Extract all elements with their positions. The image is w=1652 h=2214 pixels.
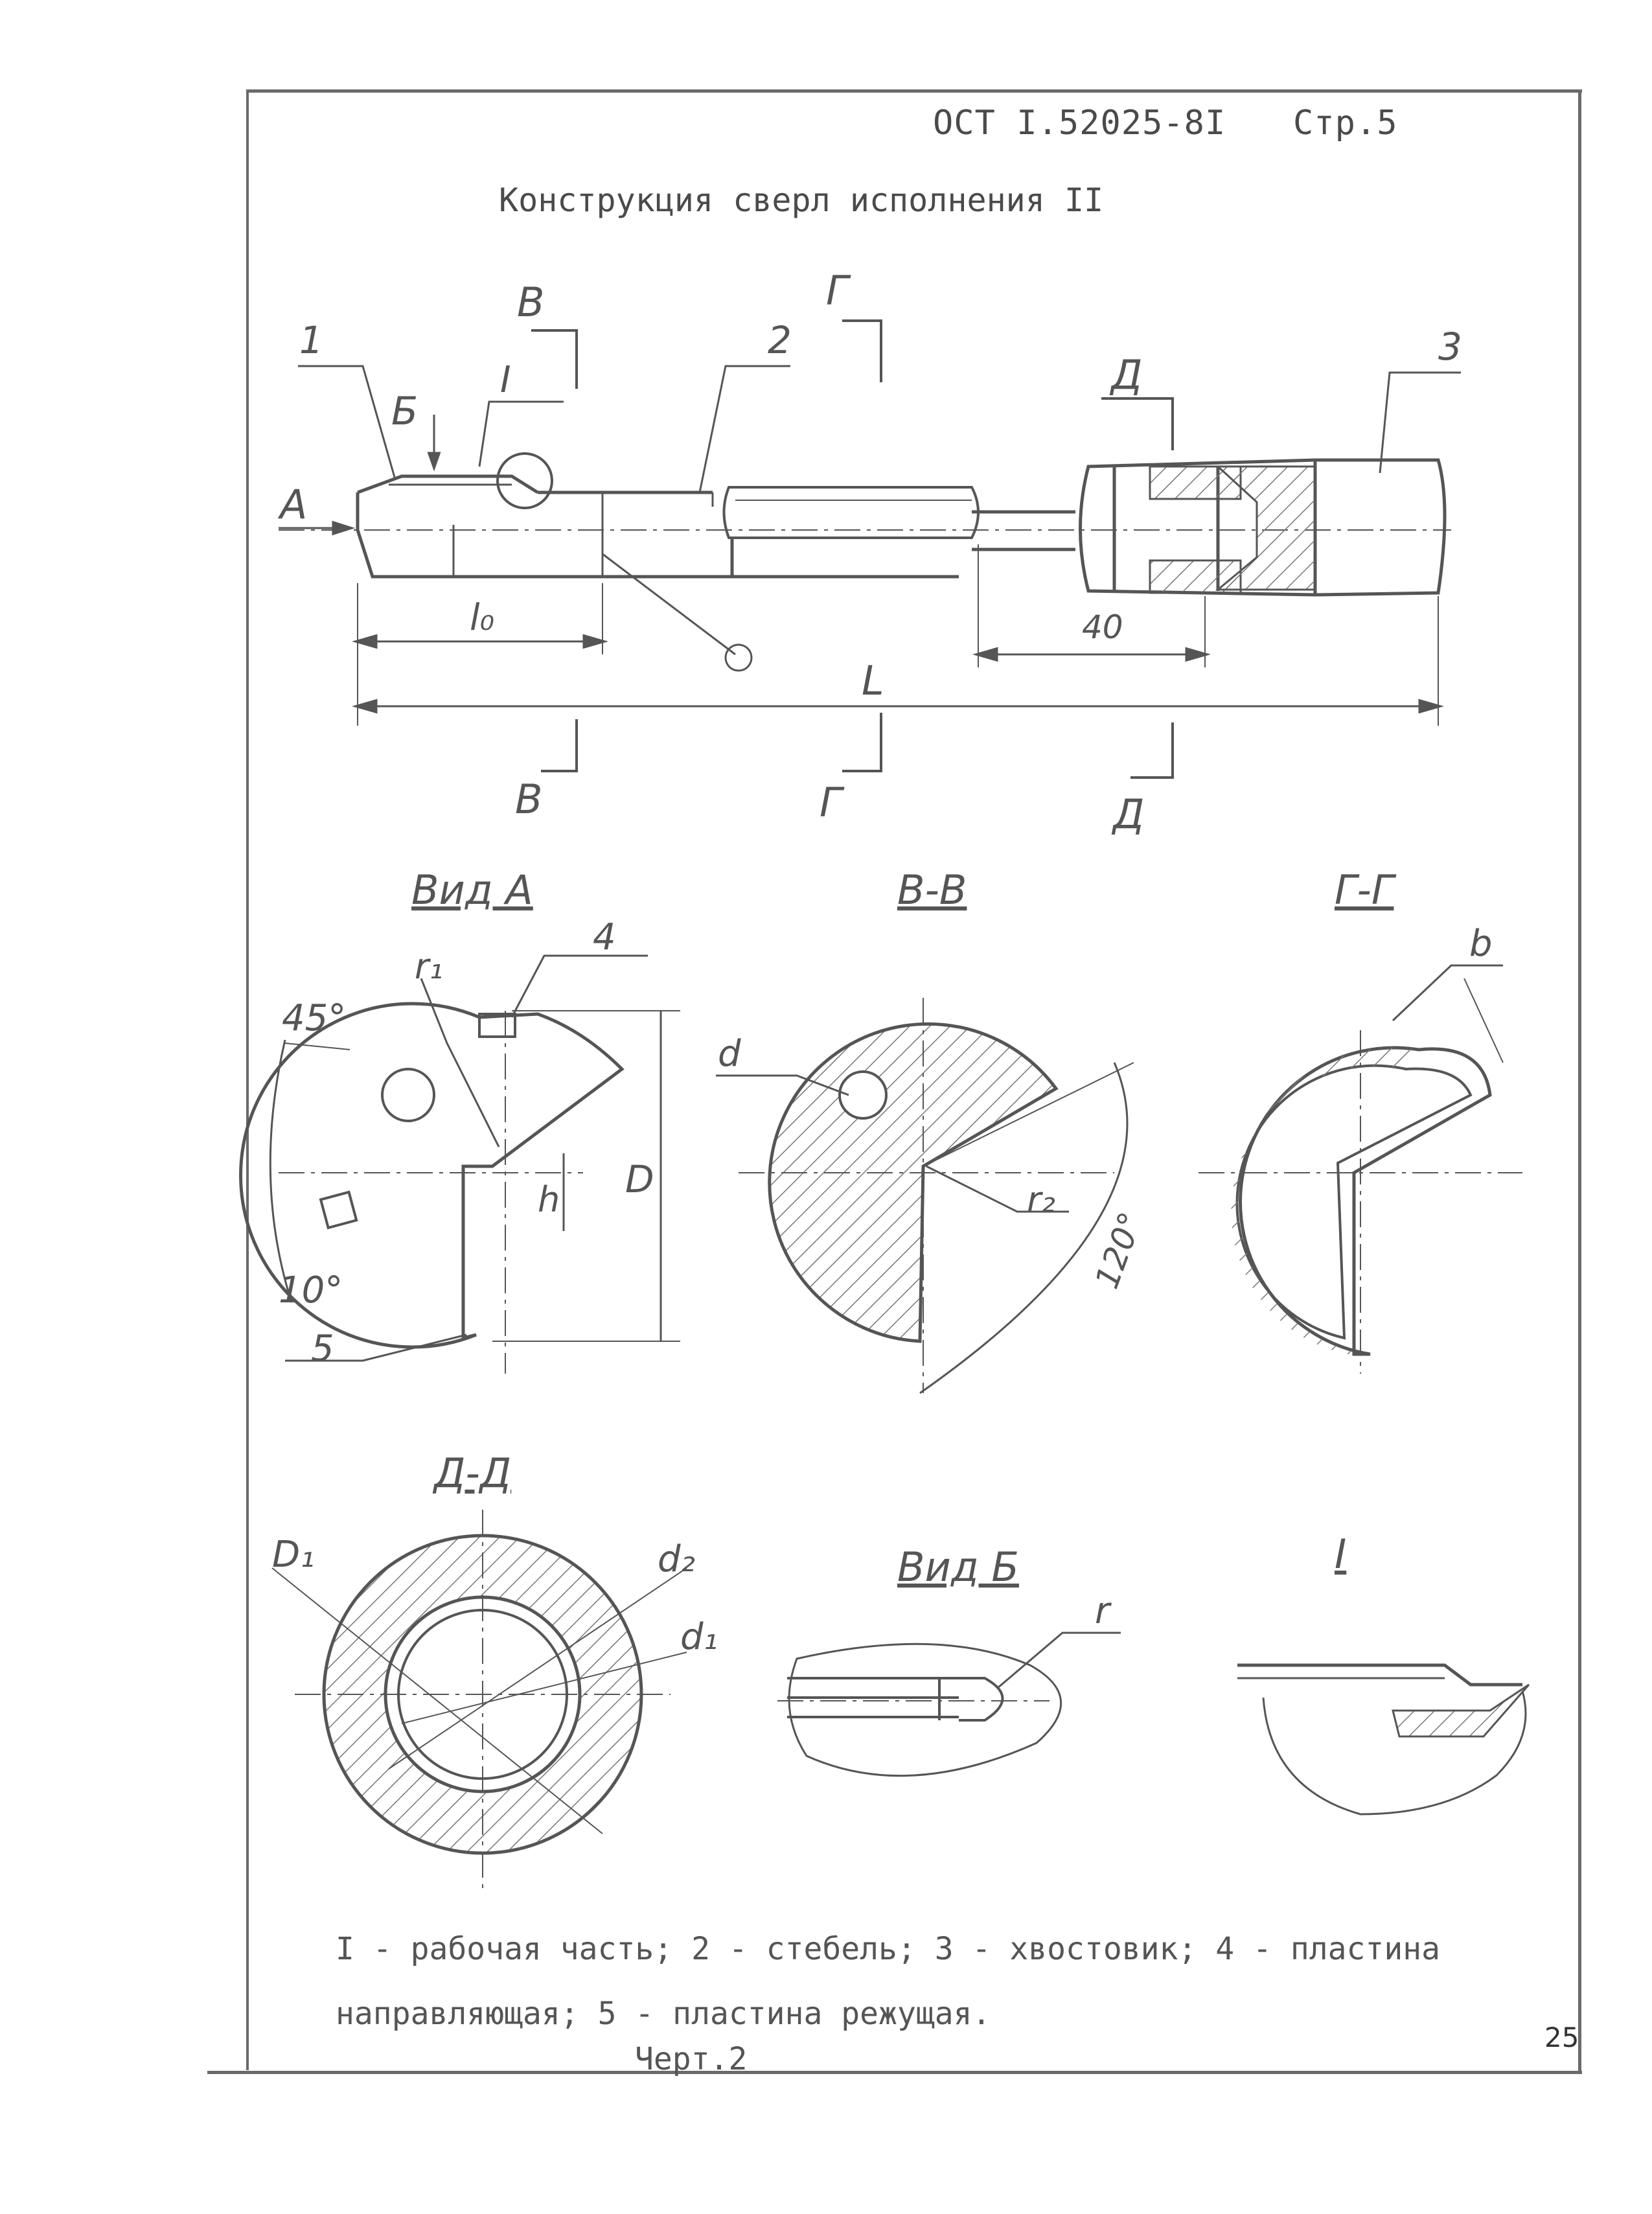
section-gg bbox=[1199, 964, 1522, 1374]
dim-L: L bbox=[862, 657, 884, 704]
view-a-labels: Вид А 45° 10° r₁ h D 4 5 bbox=[279, 866, 654, 1370]
view-b-r: r bbox=[1095, 1590, 1112, 1632]
section-gg-title: Г-Г bbox=[1335, 866, 1397, 914]
view-a-r1: r₁ bbox=[415, 946, 443, 987]
view-a-angle-45: 45° bbox=[282, 997, 346, 1039]
section-mark-d-bottom: Д bbox=[1111, 790, 1144, 838]
callout-2: 2 bbox=[768, 318, 792, 362]
section-dd-d2: d₂ bbox=[658, 1538, 695, 1580]
frame-right-border bbox=[1578, 91, 1581, 2073]
callout-1: 1 bbox=[299, 318, 323, 362]
section-gg-b: b bbox=[1469, 923, 1493, 965]
section-mark-d-top: Д bbox=[1109, 351, 1142, 398]
section-vv-r2: r₂ bbox=[1027, 1179, 1055, 1220]
page-title: Конструкция сверл исполнения II bbox=[499, 181, 1104, 219]
detail-mark-i: I bbox=[500, 359, 511, 401]
view-a-angle-10: 10° bbox=[279, 1269, 343, 1311]
view-mark-a: А bbox=[277, 481, 307, 528]
section-vv bbox=[716, 998, 1134, 1394]
doc-code: ОСТ I.52025-8I bbox=[933, 104, 1226, 143]
detail-i-title: I bbox=[1335, 1530, 1346, 1578]
section-vv-d: d bbox=[718, 1033, 741, 1075]
page-ref: Стр.5 bbox=[1293, 104, 1398, 143]
section-dd-D1: D₁ bbox=[272, 1534, 315, 1576]
section-mark-v-bottom: В bbox=[515, 776, 543, 823]
view-a-callout-4: 4 bbox=[593, 916, 616, 958]
view-b-title: Вид Б bbox=[897, 1543, 1019, 1591]
caption-line-2: направляющая; 5 - пластина режущая. bbox=[336, 1996, 991, 2032]
frame-top-border bbox=[246, 89, 1582, 93]
section-mark-v-top: В bbox=[517, 279, 545, 326]
view-mark-b: Б bbox=[391, 389, 418, 434]
view-b bbox=[777, 1632, 1121, 1777]
section-vv-title: В-В bbox=[897, 866, 967, 914]
view-a-callout-5: 5 bbox=[311, 1328, 334, 1370]
page-number: 25 bbox=[1544, 2022, 1579, 2053]
main-view-labels: 1 2 3 В Г Д В Г Д А Б I l₀ L 40 bbox=[277, 267, 1462, 838]
section-gg-labels: Г-Г b bbox=[1335, 866, 1493, 965]
view-a-title: Вид А bbox=[411, 866, 533, 914]
view-a-D: D bbox=[625, 1157, 654, 1201]
section-mark-g-bottom: Г bbox=[820, 779, 845, 826]
section-dd-d1: d₁ bbox=[680, 1616, 718, 1658]
view-b-labels: Вид Б r bbox=[897, 1543, 1112, 1632]
detail-i-labels: I bbox=[1335, 1530, 1346, 1578]
section-dd-labels: Д-Д D₁ d₂ d₁ bbox=[272, 1449, 718, 1658]
caption-line-1: I - рабочая часть; 2 - стебель; 3 - хвос… bbox=[336, 1931, 1441, 1967]
dim-l0: l₀ bbox=[470, 597, 494, 639]
callout-3: 3 bbox=[1438, 325, 1462, 369]
view-a bbox=[239, 954, 680, 1374]
frame-left-border bbox=[246, 91, 249, 2070]
detail-i bbox=[1237, 1663, 1530, 1816]
figure-label: Черт.2 bbox=[635, 2041, 748, 2077]
main-view-drill bbox=[279, 319, 1461, 779]
dim-40: 40 bbox=[1082, 608, 1123, 646]
frame-bottom-border bbox=[207, 2071, 1582, 2074]
section-dd-title: Д-Д bbox=[432, 1449, 511, 1497]
section-dd bbox=[271, 1510, 687, 1892]
view-a-h: h bbox=[538, 1179, 560, 1220]
section-mark-g-top: Г bbox=[826, 267, 851, 314]
